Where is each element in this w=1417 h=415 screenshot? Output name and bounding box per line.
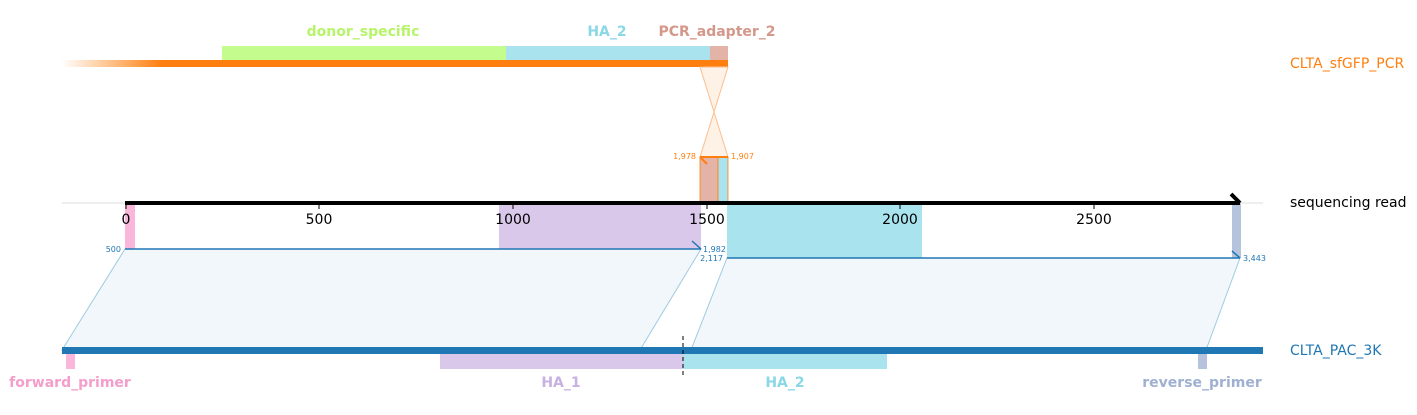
pac-right-alignment-band [690,257,1241,351]
reverse-primer-feature [1198,354,1207,369]
read-pac-alignment-right: 2,117 3,443 [690,250,1266,351]
ha-2-bottom-label: HA_2 [765,375,804,391]
pac-track: forward_primer HA_1 HA_2 reverse_primer … [9,336,1382,391]
ha-2-top-label: HA_2 [587,24,626,40]
reverse-primer-label: reverse_primer [1142,375,1262,391]
donor-specific-feature [222,46,506,60]
pcr-alignment-arrowhead [699,156,708,165]
pcr-alignment-start: 1,978 [673,152,696,161]
pcr-track: donor_specific HA_2 PCR_adapter_2 CLTA_s… [62,24,1404,72]
tick-label: 2000 [882,212,918,228]
pcr-fade-line [62,60,162,67]
aligned-ha-2-block [717,156,729,203]
forward-primer-feature [66,354,75,369]
pac-right-start: 2,117 [700,254,723,263]
aligned-pcr-adapter-block [699,156,719,203]
ha-1-label: HA_1 [541,375,580,391]
read-reverse-primer-region [1232,203,1241,258]
pac-track-label: CLTA_PAC_3K [1290,343,1382,359]
read-arrowhead [1229,192,1242,205]
tick-label: 0 [122,212,131,228]
read-track: 0 500 1000 1500 2000 2500 sequencing rea… [62,192,1406,258]
tick-label: 2500 [1076,212,1112,228]
donor-specific-label: donor_specific [307,24,420,40]
pac-left-start: 500 [106,245,121,254]
pcr-alignment-band [699,66,729,158]
pcr-adapter-2-feature [710,46,728,60]
ha-2-top-feature [506,46,710,60]
read-pac-alignment-left: 500 1,982 [61,240,726,351]
ha-2-bottom-feature [683,354,887,369]
read-ha-2-region [727,203,922,258]
tick-label: 1500 [689,212,725,228]
pcr-read-alignment: 1,978 1,907 [673,66,754,203]
pac-left-alignment-band [61,248,702,351]
pac-right-arrowhead [1231,250,1241,259]
read-track-label: sequencing read [1290,195,1406,211]
pac-left-end: 1,982 [703,245,726,254]
tick-label: 500 [306,212,333,228]
pcr-alignment-end: 1,907 [731,152,754,161]
pac-left-arrowhead [691,240,702,250]
pcr-line [162,60,728,67]
ha-1-feature [440,354,683,369]
pac-line [62,347,1263,354]
read-axis-ticks: 0 500 1000 1500 2000 2500 [122,203,1112,228]
read-ha-1-region [499,203,701,249]
forward-primer-label: forward_primer [9,375,131,391]
pcr-adapter-2-label: PCR_adapter_2 [658,24,775,40]
pac-right-end: 3,443 [1243,254,1266,263]
pcr-track-label: CLTA_sfGFP_PCR [1290,56,1404,72]
tick-label: 1000 [495,212,531,228]
read-forward-primer-region [125,203,135,249]
